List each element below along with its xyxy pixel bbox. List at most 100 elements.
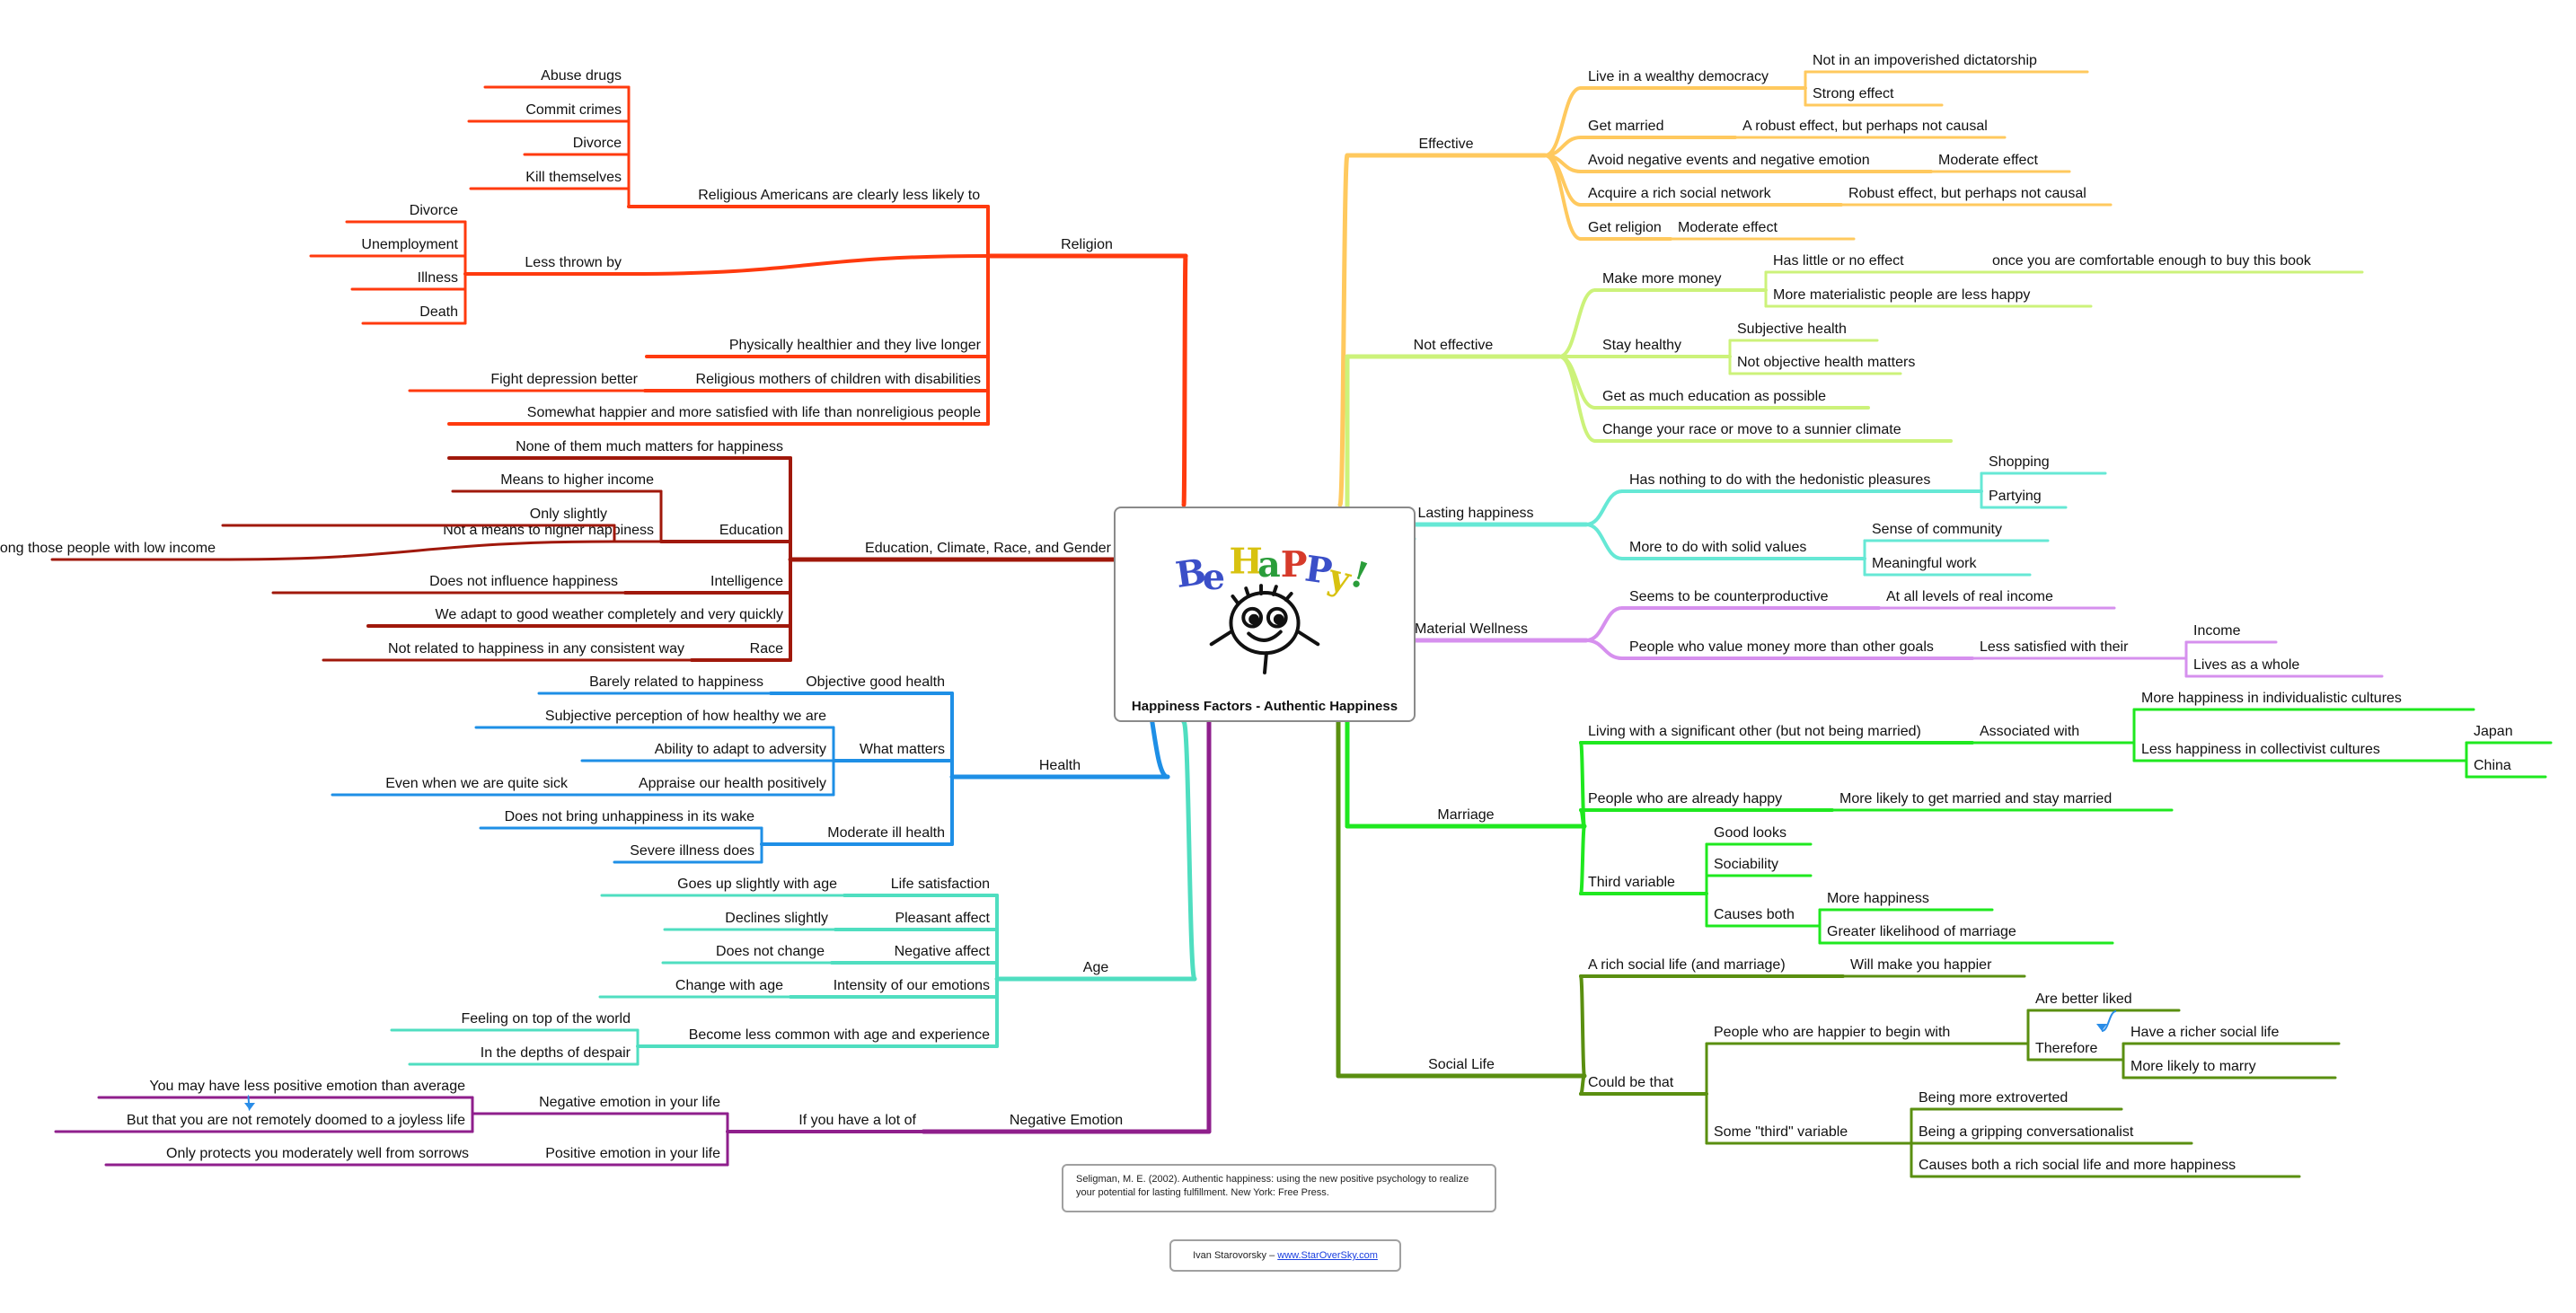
topic-0-3[interactable]: Religious mothers of children with disab…: [643, 254, 991, 392]
topic-9-2-2[interactable]: Causes both: [1705, 892, 1822, 928]
topic-1-1-1-0[interactable]: Only slightly: [221, 507, 616, 543]
topic-5-0[interactable]: Live in a wealthy democracy: [1543, 69, 1807, 157]
topic-1-1[interactable]: Education: [659, 523, 792, 561]
topic-10-0[interactable]: A rich social life (and marriage): [1579, 957, 1845, 1078]
topic-10-1-1[interactable]: Some "third" variable: [1705, 1092, 1913, 1145]
topic-9-0-0[interactable]: Associated with: [1971, 724, 2136, 745]
topic-9-1[interactable]: People who are already happy: [1579, 791, 1834, 828]
topic-1-2-0[interactable]: Does not influence happiness: [271, 574, 627, 595]
topic-0-3-0[interactable]: Fight depression better: [408, 372, 647, 392]
topic-5-1-0[interactable]: A robust effect, but perhaps not causal: [1734, 119, 2007, 139]
topic-3-4-1[interactable]: In the depths of despair: [408, 1044, 640, 1066]
topic-2-1-0[interactable]: Subjective perception of how healthy we …: [474, 709, 835, 762]
topic-4-0[interactable]: If you have a lot of: [726, 1113, 926, 1133]
topic-10-1-1-0[interactable]: Being more extroverted: [1910, 1090, 2123, 1145]
topic-9-2-2-0[interactable]: More happiness: [1818, 891, 1994, 928]
topic-8-1-0-0[interactable]: Income: [2184, 623, 2278, 660]
topic-7-1-1[interactable]: Meaningful work: [1863, 556, 2032, 577]
topic-6-1-1[interactable]: Not objective health matters: [1728, 355, 1915, 375]
topic-8-1-0-1[interactable]: Lives as a whole: [2184, 656, 2384, 678]
topic-6[interactable]: Not effective: [1345, 338, 1562, 524]
topic-9-2-0[interactable]: Good looks: [1705, 825, 1813, 895]
topic-7-0[interactable]: Has nothing to do with the hedonistic pl…: [1584, 472, 1983, 526]
topic-0-1-3[interactable]: Death: [361, 272, 467, 325]
topic-10-1-0-1[interactable]: Therefore: [2026, 1041, 2125, 1062]
topic-6-0-1[interactable]: More materialistic people are less happy: [1764, 287, 2093, 308]
topic-10-1-1-1[interactable]: Being a gripping conversationalist: [1910, 1124, 2193, 1145]
topic-5-0-0[interactable]: Not in an impoverished dictatorship: [1804, 53, 2089, 90]
topic-3-2[interactable]: Negative affect: [830, 944, 999, 981]
topic-0-1-1[interactable]: Unemployment: [309, 237, 467, 276]
topic-1-4-0[interactable]: Not related to happiness in any consiste…: [322, 641, 693, 662]
topic-6-1[interactable]: Stay healthy: [1557, 338, 1732, 358]
topic-8-0[interactable]: Seems to be counterproductive: [1584, 589, 1881, 642]
topic-9-0-0-0[interactable]: More happiness in individualistic cultur…: [2132, 691, 2475, 745]
topic-0-0[interactable]: Religious Americans are clearly less lik…: [627, 188, 990, 258]
topic-4-0-1[interactable]: Positive emotion in your life: [474, 1130, 729, 1167]
author-website-link[interactable]: www.StarOverSky.com: [1277, 1250, 1378, 1261]
topic-7-1-0[interactable]: Sense of community: [1863, 522, 2050, 560]
topic-4-0-1-0[interactable]: Only protects you moderately well from s…: [104, 1146, 478, 1167]
topic-3-4[interactable]: Become less common with age and experien…: [636, 977, 1000, 1048]
topic-8-1-0[interactable]: Less satisfied with their: [1971, 639, 2188, 660]
topic-10-1-0-1-1[interactable]: More likely to marry: [2122, 1058, 2337, 1079]
topic-0-1[interactable]: Less thrown by: [463, 254, 990, 276]
topic-6-2[interactable]: Get as much education as possible: [1557, 355, 1870, 410]
topic-9-2-2-1[interactable]: Greater likelihood of marriage: [1818, 924, 2114, 945]
topic-3-2-0[interactable]: Does not change: [661, 944, 834, 965]
topic-5-4[interactable]: Get religion: [1543, 154, 1672, 241]
topic-3-3-0[interactable]: Change with age: [598, 978, 792, 999]
topic-0-1-2[interactable]: Illness: [350, 270, 467, 291]
central-topic[interactable]: B e H a P P y ! Happiness Factors - Auth…: [1114, 507, 1416, 722]
topic-9-2[interactable]: Third variable: [1579, 824, 1708, 895]
topic-5-1[interactable]: Get married: [1543, 119, 1737, 157]
topic-2-1-2-0[interactable]: Even when we are quite sick: [331, 776, 577, 797]
topic-10-1-1-2[interactable]: Causes both a rich social life and more …: [1910, 1141, 2301, 1178]
topic-4-0-0-0[interactable]: You may have less positive emotion than …: [97, 1079, 474, 1115]
topic-4[interactable]: Negative Emotion: [921, 719, 1212, 1134]
topic-5-3[interactable]: Acquire a rich social network: [1543, 154, 1843, 207]
topic-4-0-0-1[interactable]: But that you are not remotely doomed to …: [54, 1112, 474, 1133]
topic-0-4[interactable]: Somewhat happier and more satisfied with…: [447, 254, 990, 426]
topic-6-0[interactable]: Make more money: [1557, 271, 1768, 358]
topic-8-0-0[interactable]: At all levels of real income: [1877, 589, 2116, 610]
topic-5-3-0[interactable]: Robust effect, but perhaps not causal: [1839, 186, 2113, 207]
topic-2-1-2[interactable]: Appraise our health positively: [573, 759, 835, 797]
topic-7-1[interactable]: More to do with solid values: [1584, 523, 1866, 560]
topic-2-2-0[interactable]: Does not bring unhappiness in its wake: [479, 809, 763, 846]
topic-10[interactable]: Social Life: [1336, 719, 1587, 1079]
topic-6-0-0-0[interactable]: once you are comfortable enough to buy t…: [1983, 253, 2364, 274]
topic-5-2[interactable]: Avoid negative events and negative emoti…: [1543, 153, 1933, 173]
topic-3-3[interactable]: Intensity of our emotions: [789, 977, 999, 999]
topic-5-2-0[interactable]: Moderate effect: [1929, 153, 2071, 173]
topic-6-0-0[interactable]: Has little or no effect: [1764, 253, 1987, 292]
topic-10-1[interactable]: Could be that: [1579, 1074, 1708, 1096]
topic-1-1-0[interactable]: Means to higher income: [451, 472, 663, 543]
topic-2-1[interactable]: What matters: [832, 742, 954, 779]
topic-3-0-0[interactable]: Goes up slightly with age: [600, 877, 846, 897]
topic-9-0-0-1[interactable]: Less happiness in collectivist cultures: [2132, 741, 2468, 762]
topic-3[interactable]: Age: [994, 719, 1197, 982]
topic-3-4-0[interactable]: Feeling on top of the world: [390, 1011, 640, 1048]
topic-2-0-0[interactable]: Barely related to happiness: [537, 674, 772, 695]
topic-8-1[interactable]: People who value money more than other g…: [1584, 639, 1974, 660]
topic-1-2[interactable]: Intelligence: [623, 558, 792, 595]
topic-10-1-0[interactable]: People who are happier to begin with: [1705, 1025, 2030, 1096]
topic-1-1-1-1[interactable]: Only among those people with low income: [0, 540, 616, 561]
topic-5-4-0[interactable]: Moderate effect: [1669, 220, 1856, 241]
topic-5[interactable]: Effective: [1337, 137, 1548, 507]
topic-2-1-1[interactable]: Ability to adapt to adversity: [580, 742, 835, 762]
topic-6-3[interactable]: Change your race or move to a sunnier cl…: [1557, 355, 1953, 443]
topic-9[interactable]: Marriage: [1345, 716, 1587, 829]
topic-10-0-0[interactable]: Will make you happier: [1841, 957, 2026, 978]
topic-0-0-3[interactable]: Kill themselves: [469, 170, 631, 208]
topic-7-0-0[interactable]: Shopping: [1980, 454, 2107, 493]
topic-5-0-1[interactable]: Strong effect: [1804, 86, 1944, 107]
topic-2-2-1[interactable]: Severe illness does: [613, 842, 763, 864]
topic-6-1-0[interactable]: Subjective health: [1728, 322, 1879, 358]
topic-7-0-1[interactable]: Partying: [1980, 489, 2068, 509]
topic-9-0-0-1-1[interactable]: China: [2465, 758, 2547, 779]
topic-10-1-0-1-0[interactable]: Have a richer social life: [2122, 1025, 2341, 1062]
topic-3-1-0[interactable]: Declines slightly: [663, 911, 837, 931]
topic-0[interactable]: Religion: [985, 237, 1188, 507]
